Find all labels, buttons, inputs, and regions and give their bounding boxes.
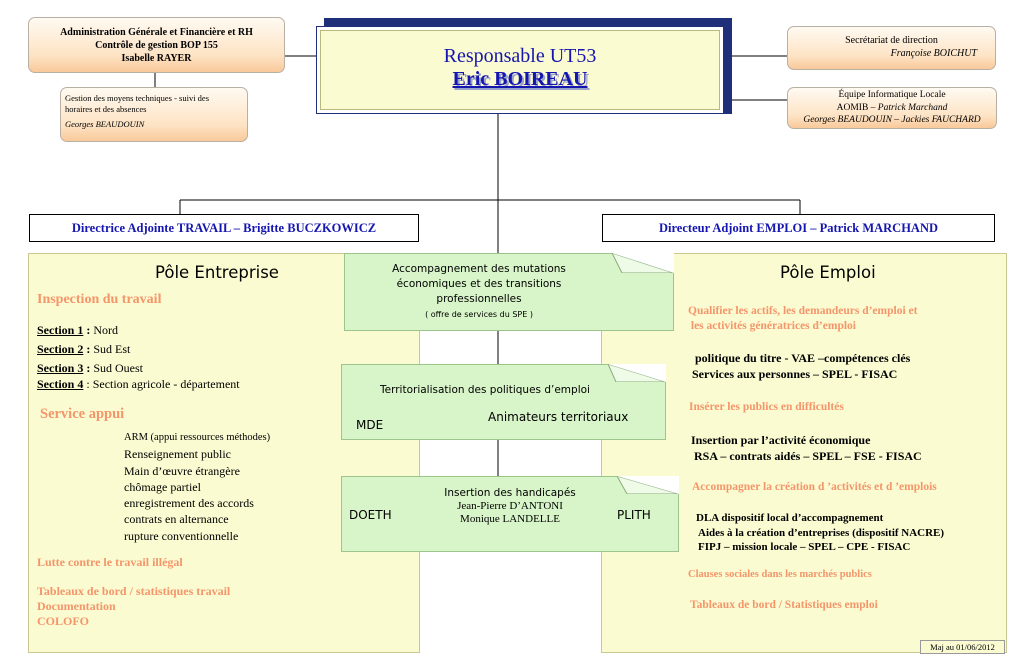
informatique-line1: Équipe Informatique Locale (838, 90, 946, 100)
informatique-box: Équipe Informatique Locale AOMIB – Patri… (787, 87, 997, 129)
informatique-line2: AOMIB – Patrick Marchand (788, 102, 996, 115)
mutations-line1: Accompagnement des mutations (392, 263, 566, 275)
section-row: Section 1 : Nord (37, 321, 240, 340)
rsa-line: RSA – contrats aidés – SPEL – FSE - FISA… (694, 449, 922, 463)
documentation-label: Documentation (37, 599, 116, 613)
mutations-box: Accompagnement des mutations économiques… (344, 253, 674, 331)
service-item: rupture conventionnelle (124, 528, 239, 543)
animateurs-label: Animateurs territoriaux (488, 410, 629, 424)
section-sep: : (83, 323, 94, 337)
politique-line: politique du titre - VAE –compétences cl… (695, 351, 911, 365)
section-value: Nord (93, 323, 119, 337)
mutations-line2: économiques et des transitions (396, 278, 562, 290)
tableaux-emploi: Tableaux de bord / Statistiques emploi (690, 599, 878, 611)
section-sep: : (83, 342, 94, 356)
pole-entreprise-title: Pôle Entreprise (155, 263, 279, 282)
section-value: Section agricole - département (92, 377, 240, 391)
deputy-emploi-label: Directeur Adjoint EMPLOI – Patrick MARCH… (658, 221, 939, 235)
secretariat-name: Françoise BOICHUT (890, 48, 977, 59)
lutte-travail-illegal: Lutte contre le travail illégal (37, 555, 183, 569)
service-item: ARM (appui ressources méthodes) (124, 432, 271, 443)
handicapes-box: Insertion des handicapés Jean-Pierre D’A… (341, 476, 679, 552)
moyens-techniques-name: Georges BEAUDOUIN (65, 119, 145, 129)
plith-label: PLITH (617, 508, 651, 522)
clauses-sociales: Clauses sociales dans les marchés public… (688, 569, 872, 580)
sections-list: Section 1 : Nord Section 2 : Sud Est Sec… (37, 321, 240, 394)
deputy-emploi-box: Directeur Adjoint EMPLOI – Patrick MARCH… (602, 214, 995, 242)
mutations-line3: professionnelles (436, 293, 522, 305)
service-item: Renseignement public (124, 447, 231, 462)
inspection-title: Inspection du travail (37, 292, 162, 307)
tableaux-travail: Tableaux de bord / statistiques travail … (37, 584, 230, 629)
mde-label: MDE (356, 418, 384, 432)
accompagner-creation: Accompagner la création d ’activités et … (692, 481, 937, 493)
service-item: contrats en alternance (124, 512, 229, 527)
inserer-publics: Insérer les publics en difficultés (689, 401, 844, 413)
maj-date: Maj au 01/06/2012 (930, 642, 995, 652)
deputy-travail-label: Directrice Adjointe TRAVAIL – Brigitte B… (71, 221, 377, 235)
informatique-line3: Georges BEAUDOUIN – Jackies FAUCHARD (803, 115, 981, 125)
fipj-line: FIPJ – mission locale – SPEL – CPE - FIS… (698, 541, 911, 553)
politique-titre: politique du titre - VAE –compétences cl… (692, 351, 910, 382)
moyens-techniques-line2: horaires et des absences (65, 104, 147, 114)
dla-list: DLA dispositif local d’accompagnement Ai… (696, 511, 944, 555)
informatique-line2-name: Patrick Marchand (877, 102, 948, 113)
responsable-name: Eric BOIREAU (452, 68, 588, 90)
admin-finance-line1: Administration Générale et Financière et… (60, 27, 253, 38)
service-item: enregistrement des accords (124, 496, 254, 511)
section-value: Sud Ouest (93, 361, 144, 375)
service-item: chômage partiel (124, 479, 201, 494)
informatique-line2-prefix: AOMIB – (836, 102, 878, 113)
section-row: Section 2 : Sud Est (37, 340, 240, 359)
service-appui-list: ARM (appui ressources méthodes) Renseign… (124, 430, 270, 544)
secretariat-line1: Secrétariat de direction (845, 35, 938, 46)
territorialisation-box: Territorialisation des politiques d’empl… (341, 364, 666, 440)
folded-corner-icon (617, 476, 679, 494)
section-label: Section 1 (37, 323, 84, 337)
admin-finance-line3: Isabelle RAYER (121, 53, 192, 64)
deputy-travail-box: Directrice Adjointe TRAVAIL – Brigitte B… (29, 214, 419, 242)
handicapes-name2: Monique LANDELLE (460, 513, 560, 525)
section-row: Section 4 : Section agricole - départeme… (37, 375, 240, 394)
responsable-box: Responsable UT53 Eric BOIREAU (316, 26, 724, 114)
section-sep: : (83, 361, 94, 375)
secretariat-box: Secrétariat de direction Françoise BOICH… (787, 26, 996, 70)
qualifier-actifs: Qualifier les actifs, les demandeurs d’e… (688, 304, 917, 334)
handicapes-title: Insertion des handicapés (444, 487, 576, 499)
moyens-techniques-box: Gestion des moyens techniques - suivi de… (60, 87, 248, 142)
service-item: Main d’œuvre étrangère (124, 463, 240, 478)
section-row: Section 3 : Sud Ouest (37, 359, 240, 378)
section-label: Section 3 (37, 361, 84, 375)
admin-finance-box: Administration Générale et Financière et… (28, 17, 285, 73)
territorialisation-title: Territorialisation des politiques d’empl… (380, 384, 590, 396)
responsable-title: Responsable UT53 (443, 45, 597, 67)
qualifier-line1: Qualifier les actifs, les demandeurs d’e… (688, 305, 918, 317)
services-personnes-line: Services aux personnes – SPEL - FISAC (692, 366, 898, 381)
section-sep: : (83, 377, 93, 391)
section-label: Section 2 (37, 342, 84, 356)
maj-date-box: Maj au 01/06/2012 (920, 640, 1005, 654)
qualifier-line2: les activités génératrices d’emploi (688, 320, 856, 332)
aides-line: Aides à la création d’entreprises (dispo… (698, 526, 945, 539)
colofo-label: COLOFO (37, 614, 90, 628)
insertion-economique: Insertion par l’activité économique RSA … (691, 432, 922, 464)
doeth-label: DOETH (349, 508, 392, 522)
folded-corner-icon (608, 364, 666, 382)
handicapes-name1: Jean-Pierre D’ANTONI (457, 500, 563, 512)
section-label: Section 4 (37, 377, 84, 391)
service-appui-title: Service appui (40, 406, 125, 422)
tableaux-travail-label: Tableaux de bord / statistiques travail (37, 584, 231, 598)
admin-finance-line2: Contrôle de gestion BOP 155 (95, 40, 218, 51)
pole-emploi-title: Pôle Emploi (780, 263, 876, 282)
mutations-line4: ( offre de services du SPE ) (425, 310, 533, 319)
moyens-techniques-line1: Gestion des moyens techniques - suivi de… (65, 93, 210, 103)
insertion-eco-line: Insertion par l’activité économique (691, 433, 871, 447)
dla-line: DLA dispositif local d’accompagnement (696, 512, 884, 524)
folded-corner-icon (612, 253, 674, 273)
section-value: Sud Est (93, 342, 131, 356)
